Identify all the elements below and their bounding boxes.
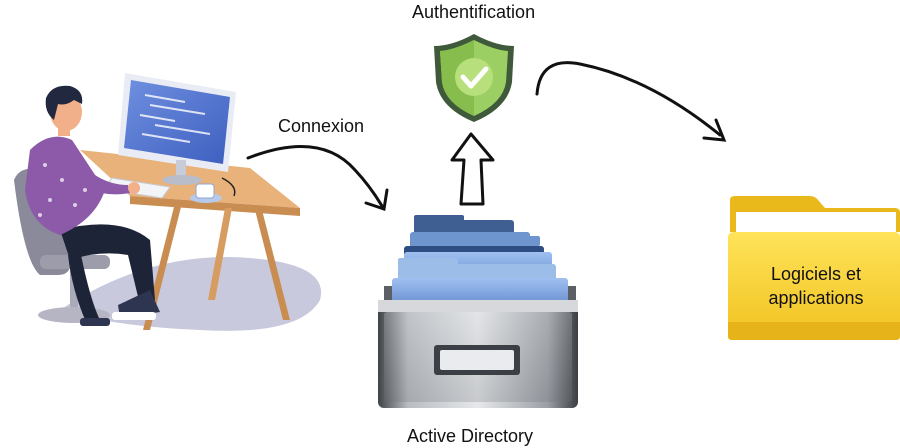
person-at-computer-icon [14, 73, 322, 331]
folder-label-line-1: Logiciels et [770, 264, 862, 284]
connection-label: Connexion [278, 116, 365, 136]
arrow-connexion [246, 144, 389, 211]
shield-check-icon [434, 34, 514, 122]
arrow-to-folder [535, 61, 727, 142]
folder-label-line-2: applications [768, 288, 864, 308]
folder-label: Logiciels et applications [736, 262, 896, 310]
active-directory-label: Active Directory [407, 426, 534, 446]
folder-icon [728, 196, 900, 340]
arrow-up-authentication [450, 132, 495, 206]
file-cabinet-drawer-icon [378, 215, 578, 408]
authentication-label: Authentification [412, 2, 536, 22]
